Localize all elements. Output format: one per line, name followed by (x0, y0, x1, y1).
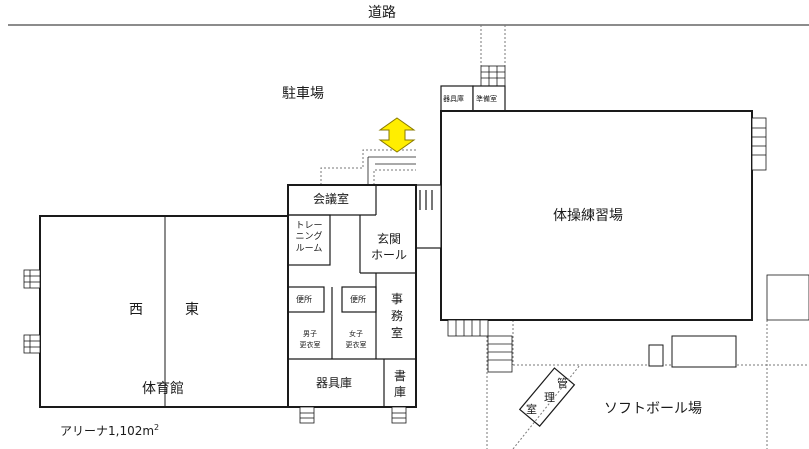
gymnasium (39, 215, 289, 408)
library-storage-line-2: 庫 (393, 385, 406, 400)
gym-west-label: 西 (129, 302, 143, 318)
double-vertical-arrow-icon (378, 117, 416, 153)
men-locker-line-1: 男子 (303, 330, 317, 338)
top-rooms (440, 85, 506, 112)
entrance-steps (367, 156, 416, 185)
training-room-line-2: ニング (295, 232, 323, 243)
softball-fence (512, 364, 581, 449)
toilet-right-label: 便所 (350, 295, 366, 304)
arena-area-sup: 2 (154, 423, 160, 432)
library-storage-line-1: 書 (393, 369, 406, 383)
training-room-line-3: ルーム (295, 243, 323, 254)
gymnasium-label: 体育館 (142, 381, 184, 397)
gymnastics-hall (440, 110, 753, 321)
gymnastics-hall-label: 体操練習場 (553, 208, 623, 224)
training-room-label: トレー ニング ルーム (289, 221, 329, 255)
prep-room-label: 準備室 (476, 95, 497, 103)
women-locker-line-2: 更衣室 (345, 340, 367, 349)
office-line-1: 事 (390, 292, 403, 306)
stairs-top (480, 65, 506, 87)
training-room-line-1: トレー (295, 221, 323, 231)
corridor (415, 184, 442, 249)
men-locker-label: 男子 更衣室 (290, 329, 330, 351)
management-office-char-3: 室 (526, 403, 537, 416)
parking-label: 駐車場 (282, 86, 324, 102)
office-label: 事 務 室 (386, 291, 408, 341)
arena-area-text: アリーナ1,102m (60, 424, 155, 438)
softball-field-label: ソフトボール場 (604, 401, 702, 417)
women-locker-label: 女子 更衣室 (336, 329, 376, 351)
office-line-2: 務 (390, 308, 403, 323)
entrance-hall-label: 玄関 ホール (364, 231, 414, 263)
road-label: 道路 (368, 5, 396, 21)
men-locker-line-2: 更衣室 (299, 340, 321, 349)
library-storage-label: 書 庫 (387, 368, 413, 400)
arena-area-label: アリーナ1,102m2 (60, 423, 160, 438)
stairs-bottom (447, 319, 513, 373)
management-office-char-1: 管 (557, 377, 568, 390)
equipment-storage-small-label: 器具庫 (443, 95, 464, 103)
softball-structures (648, 335, 737, 368)
stairs-right (751, 117, 809, 321)
entrance-hall-line-1: 玄関 (376, 232, 401, 246)
entrance-hall-line-2: ホール (370, 248, 407, 263)
admin-bottom-steps (299, 406, 407, 424)
meeting-room-label: 会議室 (313, 192, 350, 206)
interior-walls (287, 185, 416, 407)
management-office (518, 367, 576, 427)
office-line-3: 室 (390, 325, 403, 340)
management-office-char-2: 理 (544, 391, 555, 404)
women-locker-line-1: 女子 (349, 330, 363, 338)
gym-east-label: 東 (185, 302, 199, 318)
equipment-storage-label: 器具庫 (316, 376, 353, 390)
toilet-left-label: 便所 (296, 295, 312, 304)
gym-stairs (23, 269, 41, 354)
